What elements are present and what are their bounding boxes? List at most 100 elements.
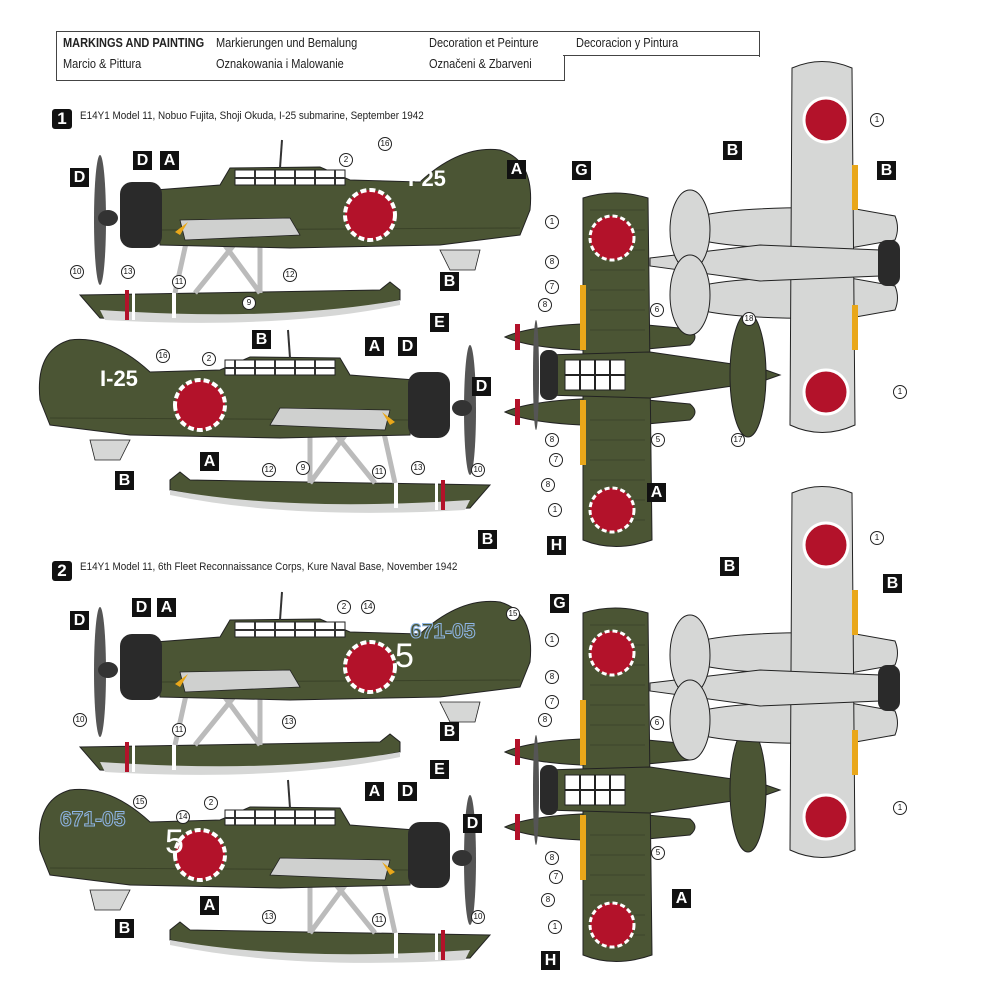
decal-callout-2: 2	[337, 600, 351, 614]
decal-callout-8: 8	[538, 298, 552, 312]
decal-callout-16: 16	[378, 137, 392, 151]
tail-code-1-left: I-25	[408, 166, 446, 191]
decal-callout-8: 8	[545, 433, 559, 447]
paint-code-G: G	[572, 161, 591, 180]
title-en: MARKINGS AND PAINTING	[63, 36, 205, 50]
paint-code-B: B	[115, 919, 134, 938]
decal-callout-8: 8	[541, 478, 555, 492]
paint-code-A: A	[672, 889, 691, 908]
decal-callout-9: 9	[296, 461, 310, 475]
decal-callout-13: 13	[282, 715, 296, 729]
paint-code-A: A	[365, 337, 384, 356]
decal-callout-5: 5	[651, 846, 665, 860]
decal-callout-17: 17	[731, 433, 745, 447]
decal-callout-7: 7	[545, 695, 559, 709]
scheme-1-badge: 1	[52, 109, 72, 129]
paint-code-H: H	[547, 536, 566, 555]
decal-callout-8: 8	[545, 670, 559, 684]
header-box: MARKINGS AND PAINTING Markierungen und B…	[56, 31, 760, 81]
paint-code-A: A	[647, 483, 666, 502]
paint-code-B: B	[723, 141, 742, 160]
paint-code-D: D	[398, 337, 417, 356]
decal-callout-1: 1	[548, 503, 562, 517]
paint-code-B: B	[478, 530, 497, 549]
decal-callout-1: 1	[893, 385, 907, 399]
paint-code-A: A	[157, 598, 176, 617]
paint-code-E: E	[430, 760, 449, 779]
decal-callout-1: 1	[548, 920, 562, 934]
fuselage-number-2-left: 5	[395, 637, 414, 675]
paint-code-E: E	[430, 313, 449, 332]
decal-callout-7: 7	[545, 280, 559, 294]
decal-callout-11: 11	[172, 723, 186, 737]
paint-code-A: A	[507, 160, 526, 179]
decal-callout-8: 8	[538, 713, 552, 727]
paint-code-D: D	[132, 598, 151, 617]
decal-callout-5: 5	[651, 433, 665, 447]
decal-callout-15: 15	[133, 795, 147, 809]
decal-callout-1: 1	[545, 633, 559, 647]
paint-code-A: A	[200, 896, 219, 915]
decal-callout-9: 9	[242, 296, 256, 310]
title-cz: Označeni & Zbarveni	[429, 57, 532, 71]
decal-callout-18: 18	[742, 312, 756, 326]
decal-callout-10: 10	[70, 265, 84, 279]
decal-callout-13: 13	[121, 265, 135, 279]
paint-code-H: H	[541, 951, 560, 970]
title-fr: Decoration et Peinture	[429, 36, 539, 50]
paint-code-B: B	[115, 471, 134, 490]
tail-code-2-right: 671-05	[59, 808, 126, 832]
paint-code-B: B	[877, 161, 896, 180]
decal-callout-8: 8	[545, 255, 559, 269]
decal-callout-13: 13	[411, 461, 425, 475]
paint-code-A: A	[365, 782, 384, 801]
decal-callout-1: 1	[870, 113, 884, 127]
paint-code-G: G	[550, 594, 569, 613]
decal-callout-6: 6	[650, 303, 664, 317]
decal-callout-12: 12	[262, 463, 276, 477]
decal-callout-1: 1	[545, 215, 559, 229]
profile-1-right	[39, 330, 490, 513]
decal-callout-7: 7	[549, 870, 563, 884]
title-de: Markierungen und Bemalung	[216, 36, 358, 50]
decal-callout-11: 11	[372, 465, 386, 479]
scheme-2-caption: E14Y1 Model 11, 6th Fleet Reconnaissance…	[80, 561, 458, 573]
scheme-2-badge: 2	[52, 561, 72, 581]
fuselage-number-2-right: 5	[165, 823, 184, 861]
paint-code-D: D	[70, 611, 89, 630]
decal-callout-15: 15	[506, 607, 520, 621]
tail-code-2-left: 671-05	[409, 620, 476, 644]
paint-code-D: D	[398, 782, 417, 801]
decal-callout-14: 14	[176, 810, 190, 824]
paint-code-D: D	[472, 377, 491, 396]
decal-callout-10: 10	[471, 463, 485, 477]
decal-callout-2: 2	[339, 153, 353, 167]
decal-callout-8: 8	[541, 893, 555, 907]
paint-code-B: B	[720, 557, 739, 576]
decal-callout-11: 11	[172, 275, 186, 289]
scheme-1-caption: E14Y1 Model 11, Nobuo Fujita, Shoji Okud…	[80, 110, 424, 122]
decal-callout-2: 2	[202, 352, 216, 366]
decal-callout-1: 1	[893, 801, 907, 815]
decal-callout-1: 1	[870, 531, 884, 545]
paint-code-D: D	[463, 814, 482, 833]
paint-code-B: B	[440, 272, 459, 291]
decal-callout-10: 10	[471, 910, 485, 924]
decal-callout-6: 6	[650, 716, 664, 730]
tail-code-1-right: I-25	[100, 366, 138, 391]
paint-code-A: A	[200, 452, 219, 471]
paint-code-B: B	[440, 722, 459, 741]
paint-code-D: D	[133, 151, 152, 170]
title-pl: Oznakowania i Malowanie	[216, 57, 344, 71]
paint-code-B: B	[252, 330, 271, 349]
decal-callout-8: 8	[545, 851, 559, 865]
paint-code-B: B	[883, 574, 902, 593]
decal-callout-13: 13	[262, 910, 276, 924]
decal-callout-11: 11	[372, 913, 386, 927]
decal-callout-7: 7	[549, 453, 563, 467]
title-es: Decoracion y Pintura	[576, 36, 679, 50]
decal-callout-2: 2	[204, 796, 218, 810]
paint-code-D: D	[70, 168, 89, 187]
